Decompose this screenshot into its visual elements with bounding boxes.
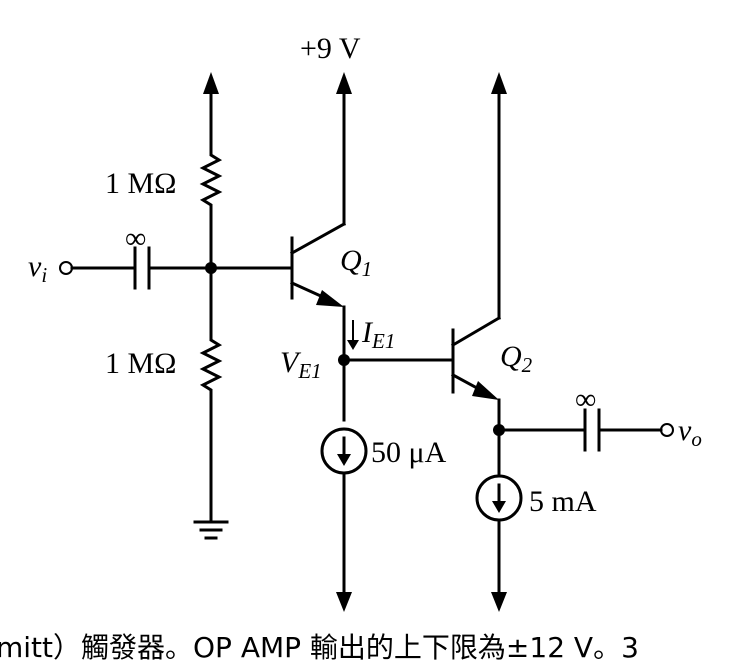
transistor-q1: [289, 221, 347, 307]
cropped-caption-text: mitt）觸發器。OP AMP 輸出的上下限為±12 V。3: [0, 631, 639, 664]
supply-label: +9 V: [300, 32, 361, 65]
supply-arrow-q1: [336, 72, 352, 226]
input-capacitor: [133, 246, 151, 290]
output-capacitor: [583, 408, 601, 452]
resistor-bottom-label: 1 MΩ: [105, 347, 176, 380]
ve1-label: VE1: [280, 346, 322, 383]
resistor-top: [199, 148, 223, 270]
input-terminal: [59, 261, 73, 275]
supply-arrow-left: [203, 72, 219, 152]
input-label: vi: [28, 250, 47, 287]
current-source-5ma-label: 5 mA: [529, 485, 597, 518]
output-capacitor-label: ∞: [575, 383, 596, 416]
supply-arrow-q2: [491, 72, 507, 320]
down-arrow-q1: [336, 592, 352, 612]
transistor-q2: [450, 315, 502, 400]
bias-node: [205, 262, 217, 274]
down-arrow-q2: [491, 592, 507, 612]
output-label: vo: [678, 414, 702, 451]
output-terminal: [660, 423, 674, 437]
q1-label: Q1: [340, 244, 372, 281]
input-capacitor-label: ∞: [125, 222, 146, 255]
resistor-bottom: [199, 266, 223, 522]
ie1-label: IE1: [361, 316, 395, 353]
current-source-50ua: [320, 427, 368, 475]
current-source-50ua-label: 50 μA: [371, 436, 447, 469]
resistor-top-label: 1 MΩ: [105, 167, 176, 200]
q2-label: Q2: [500, 340, 533, 377]
current-source-5ma: [475, 474, 523, 522]
ground-symbol: [193, 520, 229, 540]
